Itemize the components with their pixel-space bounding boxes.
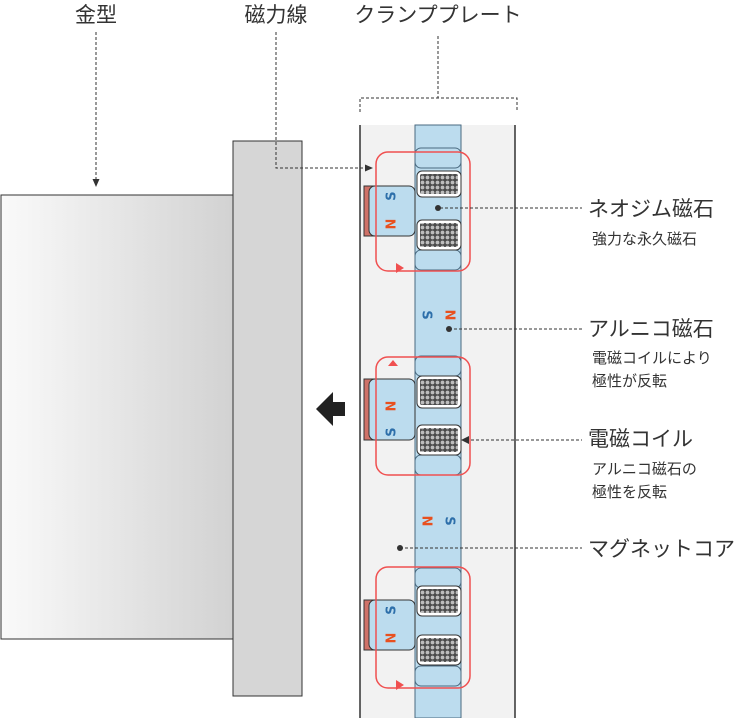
coil-5 [416,585,462,617]
pole-s-1: S [385,191,400,200]
label-alnico-sub-1: 電磁コイルにより [592,349,712,367]
leader-dots [397,205,452,551]
clamp-direction-arrow-icon [316,392,345,426]
label-coil-sub-1: アルニコ磁石の [592,460,697,478]
neodymium-magnet-1 [363,185,416,237]
label-alnico-sub-2: 極性が反転 [592,372,667,390]
pole-n-1: N [385,219,400,230]
label-neodymium-sub: 強力な永久磁石 [592,230,697,248]
coil-3 [416,375,462,409]
label-alnico: アルニコ磁石 [588,317,714,341]
label-mold: 金型 [75,3,117,27]
plate-face [232,140,303,697]
label-magnet-core: マグネットコア [588,537,735,561]
label-neodymium: ネオジム磁石 [588,197,714,221]
coil-1 [416,170,462,198]
pole-n-4: N [419,516,434,527]
pole-n-2: N [442,310,457,321]
leader-lines [92,32,582,549]
pole-labels: S N S N N S N S S N [385,191,457,643]
label-coil-sub-2: 極性を反転 [592,483,667,501]
magnet-core [414,124,462,718]
neodymium-magnet-2 [363,378,416,441]
coil-4 [416,424,462,456]
flux-lines [375,151,471,689]
pole-s-3: S [385,427,400,436]
coil-2 [416,219,462,251]
label-coil: 電磁コイル [588,427,693,451]
pole-s-4: S [442,516,457,525]
neodymium-magnet-3 [363,599,416,651]
pole-n-3: N [385,401,400,412]
coil-leader-arrowhead [461,436,469,444]
coil-6 [416,634,462,666]
flux-arrowheads [388,263,404,690]
label-flux-lines: 磁力線 [245,3,308,27]
pole-s-5: S [385,605,400,614]
label-clamp-plate: クランププレート [354,3,521,27]
pole-n-5: N [385,633,400,644]
mold-block [0,194,234,640]
clamp-plate-bracket [359,97,518,112]
pole-s-2: S [419,310,434,319]
